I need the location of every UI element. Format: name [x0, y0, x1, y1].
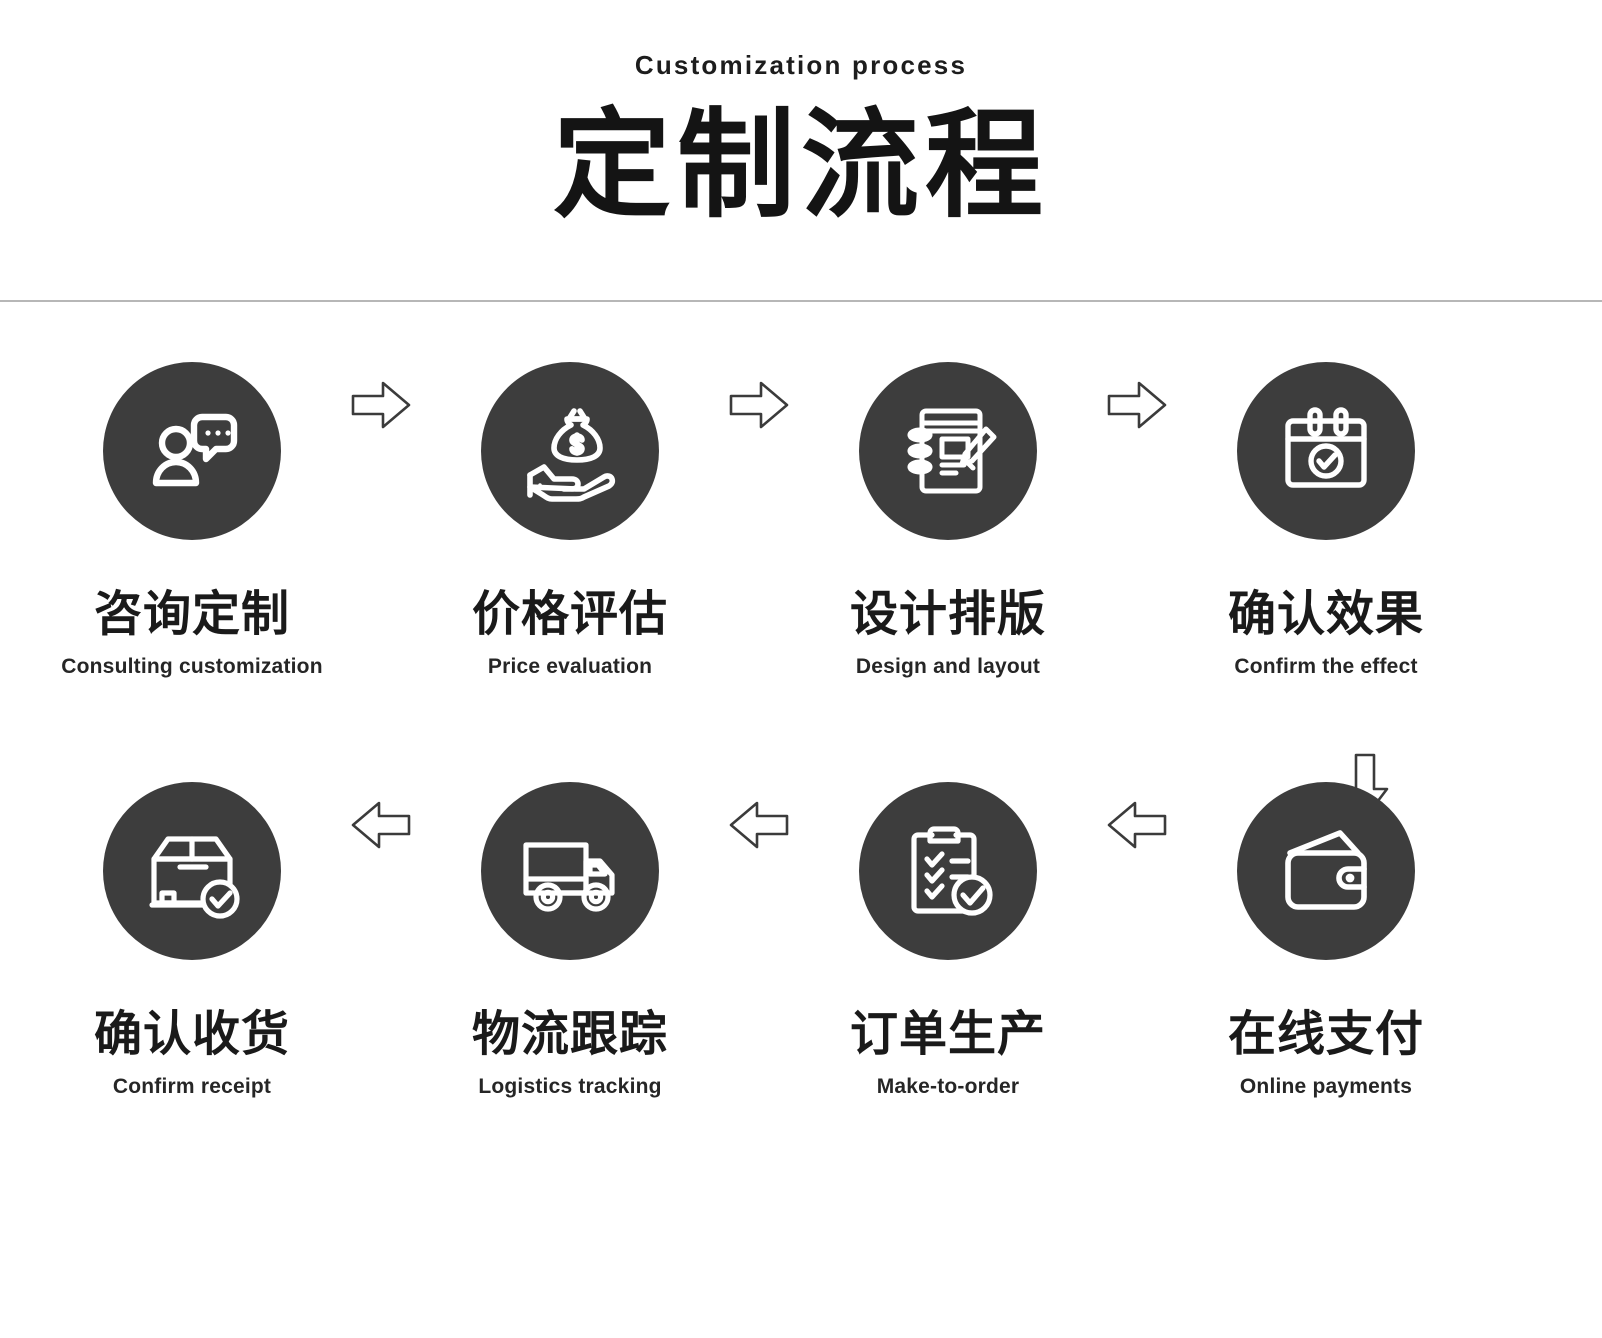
step-label-cn: 物流跟踪 [471, 1006, 668, 1062]
step-icon-circle [1237, 782, 1415, 960]
step-icon-circle [481, 782, 659, 960]
arrow-left-icon [1106, 798, 1168, 852]
notebook-pencil-icon [896, 399, 1000, 503]
step-label-cn: 在线支付 [1227, 1006, 1424, 1062]
step-consulting-customization[interactable]: 咨询定制 Consulting customization [37, 300, 347, 677]
calendar-check-icon [1274, 399, 1378, 503]
step-icon-circle [481, 362, 659, 540]
connector-2 [725, 300, 793, 720]
connector-1 [347, 300, 415, 720]
step-label-cn: 确认收货 [93, 1006, 290, 1062]
step-label-cn: 价格评估 [471, 586, 668, 642]
connector-3 [1103, 300, 1171, 720]
header-divider [0, 300, 1602, 302]
arrow-right-icon [350, 378, 412, 432]
arrow-left-icon [728, 798, 790, 852]
step-label-en: Consulting customization [61, 655, 323, 678]
step-label-en: Make-to-order [876, 1075, 1020, 1098]
step-label-en: Design and layout [855, 655, 1041, 678]
process-row-top: 咨询定制 Consulting customization [0, 300, 1602, 720]
package-box-check-icon [140, 819, 244, 923]
arrow-right-icon [728, 378, 790, 432]
step-confirm-the-effect[interactable]: 确认效果 Confirm the effect [1171, 300, 1481, 677]
step-label-cn: 设计排版 [849, 586, 1046, 642]
step-label-en: Price evaluation [487, 655, 653, 678]
step-logistics-tracking[interactable]: 物流跟踪 Logistics tracking [415, 720, 725, 1097]
step-icon-circle [103, 362, 281, 540]
step-icon-circle [859, 782, 1037, 960]
step-icon-circle [859, 362, 1037, 540]
step-confirm-receipt[interactable]: 确认收货 Confirm receipt [37, 720, 347, 1097]
delivery-truck-icon [518, 819, 622, 923]
connector-6 [1103, 720, 1171, 1140]
page-title: 定制流程 [552, 96, 1049, 234]
arrow-right-icon [1106, 378, 1168, 432]
step-label-en: Confirm receipt [112, 1075, 272, 1098]
step-label-en: Confirm the effect [1234, 655, 1418, 678]
step-label-cn: 确认效果 [1227, 586, 1424, 642]
step-online-payments[interactable]: 在线支付 Online payments [1171, 720, 1481, 1097]
connector-5 [725, 720, 793, 1140]
consultation-people-chat-icon [140, 399, 244, 503]
header-eyebrow: Customization process [634, 50, 968, 80]
clipboard-checklist-icon [896, 819, 1000, 923]
connector-4 [347, 720, 415, 1140]
step-icon-circle [1237, 362, 1415, 540]
step-design-and-layout[interactable]: 设计排版 Design and layout [793, 300, 1103, 677]
wallet-icon [1274, 819, 1378, 923]
step-label-cn: 订单生产 [849, 1006, 1046, 1062]
process-row-bottom: 确认收货 Confirm receipt [0, 720, 1602, 1140]
hand-money-bag-icon [518, 399, 622, 503]
step-make-to-order[interactable]: 订单生产 Make-to-order [793, 720, 1103, 1097]
arrow-left-icon [350, 798, 412, 852]
process-flow: 咨询定制 Consulting customization [0, 300, 1602, 1140]
page-header: Customization process 定制流程 [0, 0, 1602, 240]
step-label-en: Online payments [1239, 1075, 1413, 1098]
step-label-cn: 咨询定制 [93, 586, 290, 642]
step-label-en: Logistics tracking [478, 1075, 662, 1098]
step-icon-circle [103, 782, 281, 960]
step-price-evaluation[interactable]: 价格评估 Price evaluation [415, 300, 725, 677]
